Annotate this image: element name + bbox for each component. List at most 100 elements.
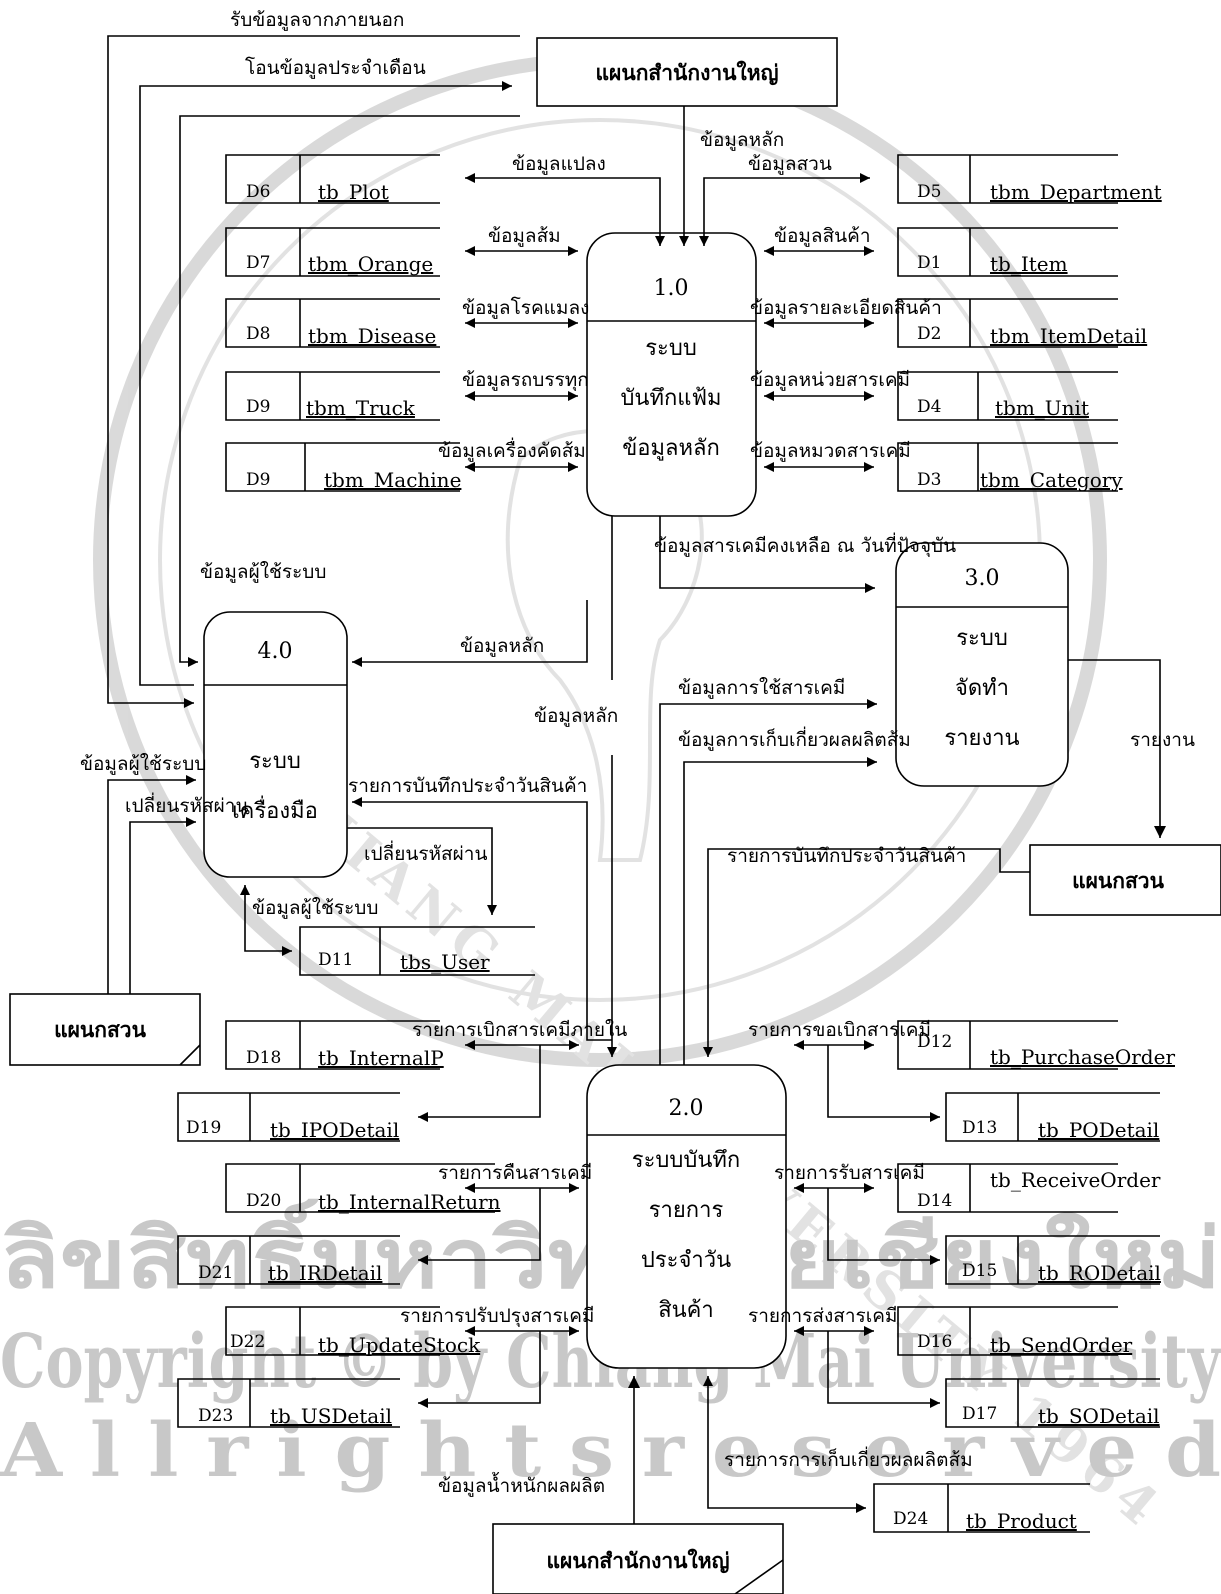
flow-label: รายการเบิกสารเคมีภายใน xyxy=(412,1019,627,1041)
entity-hq-bottom: แผนกสำนักงานใหญ่ xyxy=(493,1524,783,1594)
datastore-id: D18 xyxy=(246,1048,281,1068)
datastore-id: D15 xyxy=(962,1261,997,1281)
process-2-line: ระบบบันทึก xyxy=(632,1148,740,1173)
process-1-line: ข้อมูลหลัก xyxy=(622,436,720,461)
datastore: D8 tbm_Disease xyxy=(226,299,440,348)
flow-label: ข้อมูลผู้ใช้ระบบ xyxy=(200,561,326,583)
flow-label: รายงาน xyxy=(1130,729,1195,751)
datastore-id: D2 xyxy=(917,324,941,344)
entity-hq-top: แผนกสำนักงานใหญ่ xyxy=(537,38,837,106)
flow-label: ข้อมูลรายละเอียดสินค้า xyxy=(750,297,942,319)
datastore-name: tb_SODetail xyxy=(1038,1404,1160,1428)
datastore-id: D11 xyxy=(318,950,353,970)
datastore-name: tb_ReceiveOrder xyxy=(990,1168,1161,1192)
datastore-name: tb_Product xyxy=(966,1509,1077,1533)
datastore-name: tb_IRDetail xyxy=(268,1261,382,1285)
flow-label: เปลี่ยนรหัสผ่าน xyxy=(125,792,248,817)
datastore-name: tbm_Machine xyxy=(324,468,461,492)
flow-label: รายการบันทึกประจำวันสินค้า xyxy=(727,845,966,867)
datastore: D9 tbm_Truck xyxy=(226,372,440,420)
datastore-id: D8 xyxy=(246,324,270,344)
datastore-name: tb_PurchaseOrder xyxy=(990,1045,1175,1069)
process-2-id: 2.0 xyxy=(669,1096,704,1121)
datastore-name: tbm_Unit xyxy=(995,396,1089,420)
datastore-name: tbm_Disease xyxy=(308,324,436,348)
datastore-id: D3 xyxy=(917,470,941,490)
process-1: 1.0 ระบบ บันทึกแฟ้ม ข้อมูลหลัก xyxy=(587,233,756,516)
process-4-id: 4.0 xyxy=(258,639,293,664)
datastore-id: D1 xyxy=(917,253,941,273)
datastore-id: D9 xyxy=(246,397,270,417)
flow-label: ข้อมูลหมวดสารเคมี xyxy=(750,440,911,462)
datastore-name: tbm_Truck xyxy=(306,396,416,420)
datastore-id: D5 xyxy=(917,182,941,202)
flow-label: รายการส่งสารเคมี xyxy=(748,1305,897,1327)
datastore-name: tb_UpdateStock xyxy=(318,1333,481,1357)
datastore: D13 tb_PODetail xyxy=(946,1093,1160,1142)
flow-label: ข้อมูลหลัก xyxy=(700,129,784,151)
datastore-name: tb_InternalP xyxy=(318,1046,444,1070)
flow-label: ข้อมูลส้ม xyxy=(488,225,561,247)
flow-label: รับข้อมูลจากภายนอก xyxy=(230,9,404,31)
datastore: D4 tbm_Unit xyxy=(898,372,1118,420)
datastore-name: tb_USDetail xyxy=(270,1404,392,1428)
datastore-id: D19 xyxy=(186,1118,221,1138)
flow-label: ข้อมูลหลัก xyxy=(534,705,618,727)
flow-label: รายการคืนสารเคมี xyxy=(438,1162,592,1184)
flow-label: ข้อมูลสารเคมีคงเหลือ ณ วันที่ปัจจุบัน xyxy=(654,532,956,558)
datastore-id: D14 xyxy=(917,1191,952,1211)
datastore-id: D6 xyxy=(246,182,270,202)
datastore: D5 tbm_Department xyxy=(898,155,1162,204)
datastore: D19 tb_IPODetail xyxy=(178,1093,400,1142)
process-3-id: 3.0 xyxy=(965,566,1000,591)
datastore-name: tb_PODetail xyxy=(1038,1118,1159,1142)
datastore-id: D17 xyxy=(962,1404,997,1424)
flow-label: ข้อมูลการเก็บเกี่ยวผลผลิตส้ม xyxy=(678,726,911,751)
datastore-name: tb_Plot xyxy=(318,180,389,204)
entity-garden-left: แผนกสวน xyxy=(10,994,200,1065)
process-3-line: รายงาน xyxy=(944,726,1019,751)
datastore-id: D21 xyxy=(198,1263,233,1283)
process-1-line: บันทึกแฟ้ม xyxy=(620,386,721,411)
datastore: D12 tb_PurchaseOrder xyxy=(898,1021,1175,1069)
datastore-name: tb_SendOrder xyxy=(990,1333,1133,1357)
datastore-id: D20 xyxy=(246,1191,281,1211)
datastore-name: tb_IPODetail xyxy=(270,1118,399,1142)
datastore-name: tb_InternalReturn xyxy=(318,1190,501,1214)
flow-label: ข้อมูลรถบรรทุก xyxy=(462,369,589,392)
datastore-id: D4 xyxy=(917,397,941,417)
flow-label: ข้อมูลหลัก xyxy=(460,635,544,657)
datastore-id: D24 xyxy=(893,1509,928,1529)
datastore-name: tbm_Category xyxy=(980,468,1123,492)
process-4-line: ระบบ xyxy=(249,749,301,774)
flow-label: ข้อมูลแปลง xyxy=(512,153,606,175)
datastore-name: tbm_ItemDetail xyxy=(990,324,1147,348)
entity-hq-top-label: แผนกสำนักงานใหญ่ xyxy=(596,60,779,86)
datastore-name: tb_RODetail xyxy=(1038,1261,1161,1285)
process-2-line: สินค้า xyxy=(658,1298,714,1323)
process-1-line: ระบบ xyxy=(645,336,697,361)
datastore: D1 tb_Item xyxy=(898,228,1118,276)
entity-garden-right: แผนกสวน xyxy=(1030,845,1221,915)
process-3-line: จัดทำ xyxy=(955,676,1009,701)
datastore-id: D22 xyxy=(230,1332,265,1352)
flow-label: รายการการเก็บเกี่ยวผลผลิตส้ม xyxy=(724,1446,973,1471)
flow-ext-in xyxy=(108,36,520,703)
flow-label: เปลี่ยนรหัสผ่าน xyxy=(364,840,487,865)
process-3-line: ระบบ xyxy=(956,626,1008,651)
entity-garden-left-label: แผนกสวน xyxy=(54,1017,147,1042)
datastore-name: tbm_Department xyxy=(990,180,1162,204)
process-2-line: รายการ xyxy=(649,1198,724,1223)
flow-label: ข้อมูลสวน xyxy=(748,153,832,175)
flow-label: ข้อมูลผู้ใช้ระบบ xyxy=(80,753,206,775)
process-4: 4.0 ระบบ เครื่องมือ xyxy=(204,612,347,877)
datastore-name: tb_Item xyxy=(990,252,1068,276)
flow-label: ข้อมูลผู้ใช้ระบบ xyxy=(252,897,378,919)
datastore: D14 tb_ReceiveOrder xyxy=(898,1164,1161,1212)
entity-garden-right-label: แผนกสวน xyxy=(1072,868,1165,893)
entity-hq-bottom-label: แผนกสำนักงานใหญ่ xyxy=(547,1548,730,1574)
process-2-line: ประจำวัน xyxy=(641,1248,731,1273)
flow-label: รายการปรับปรุงสารเคมี xyxy=(400,1305,594,1328)
flow-label: ข้อมูลสินค้า xyxy=(774,225,871,247)
